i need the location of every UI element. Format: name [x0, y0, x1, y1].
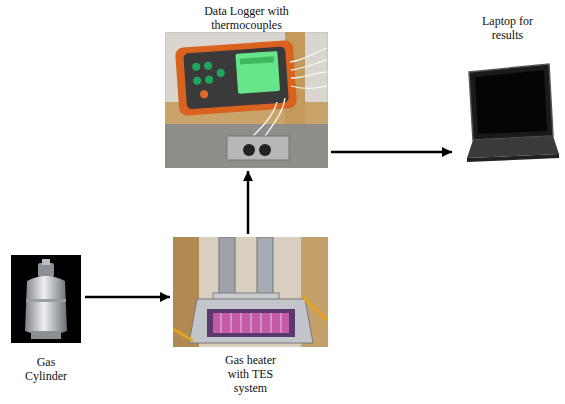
- flow-arrow: [331, 147, 452, 157]
- gas-heater-photo: [173, 237, 328, 347]
- node-caption: Laptop for results: [467, 14, 549, 42]
- node-caption: Data Logger with thermocouples: [195, 4, 299, 32]
- photo-node: Gas heater with TES system: [173, 237, 328, 395]
- data-logger-photo: [165, 32, 328, 168]
- arrow-head: [243, 171, 253, 181]
- arrow-head: [442, 147, 452, 157]
- arrow-head: [160, 292, 170, 302]
- photo-node: Data Logger with thermocouples: [165, 4, 328, 168]
- node-caption: Gas Cylinder: [20, 355, 72, 383]
- gas-cylinder-picture: [11, 255, 81, 343]
- flow-arrow: [243, 171, 253, 234]
- flow-arrow: [85, 292, 170, 302]
- arrow-line: [85, 296, 170, 299]
- laptop-picture: [455, 42, 560, 172]
- arrow-line: [331, 151, 452, 154]
- node-caption: Gas heater with TES system: [215, 353, 287, 395]
- photo-node: Gas Cylinder: [10, 255, 82, 383]
- photo-node: Laptop for results: [455, 14, 560, 172]
